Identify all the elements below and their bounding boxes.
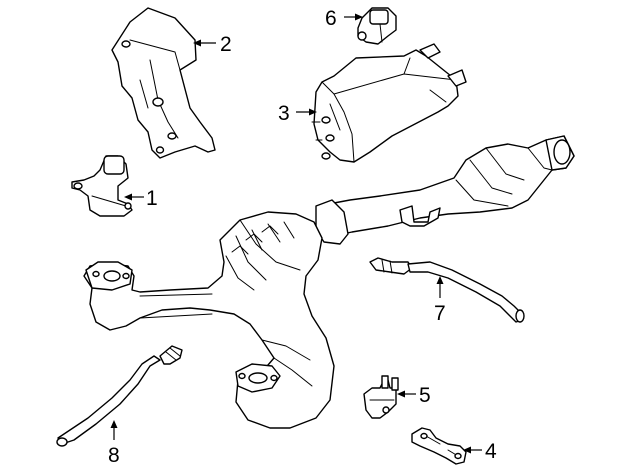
callout-label-1: 1 [146, 187, 158, 210]
mounting-bracket-part-2[interactable] [111, 7, 216, 159]
charcoal-canister-part-3[interactable] [311, 43, 467, 163]
vacuum-valve-part-1[interactable] [71, 155, 133, 217]
purge-valve-part-6[interactable] [357, 7, 397, 45]
callout-label-8: 8 [108, 444, 120, 467]
exhaust-pipe-assembly[interactable] [83, 135, 575, 429]
oxygen-sensor-part-7[interactable] [369, 257, 525, 323]
callout-label-7: 7 [434, 302, 446, 325]
callout-7: 7 [434, 276, 446, 325]
callout-label-4: 4 [485, 440, 497, 463]
clamp-bracket-part-4[interactable] [411, 427, 467, 465]
callout-3: 3 [278, 102, 317, 125]
callout-6: 6 [325, 7, 363, 30]
callout-label-3: 3 [278, 102, 290, 125]
callout-label-5: 5 [419, 384, 431, 407]
callout-label-6: 6 [325, 7, 337, 30]
callout-label-2: 2 [220, 33, 232, 56]
connector-part-5[interactable] [363, 375, 399, 419]
callout-2: 2 [193, 33, 232, 56]
callout-5: 5 [397, 384, 431, 407]
callout-4: 4 [463, 440, 497, 463]
callout-8: 8 [108, 420, 120, 467]
oxygen-sensor-part-8[interactable] [56, 345, 183, 447]
callout-1: 1 [124, 187, 158, 210]
